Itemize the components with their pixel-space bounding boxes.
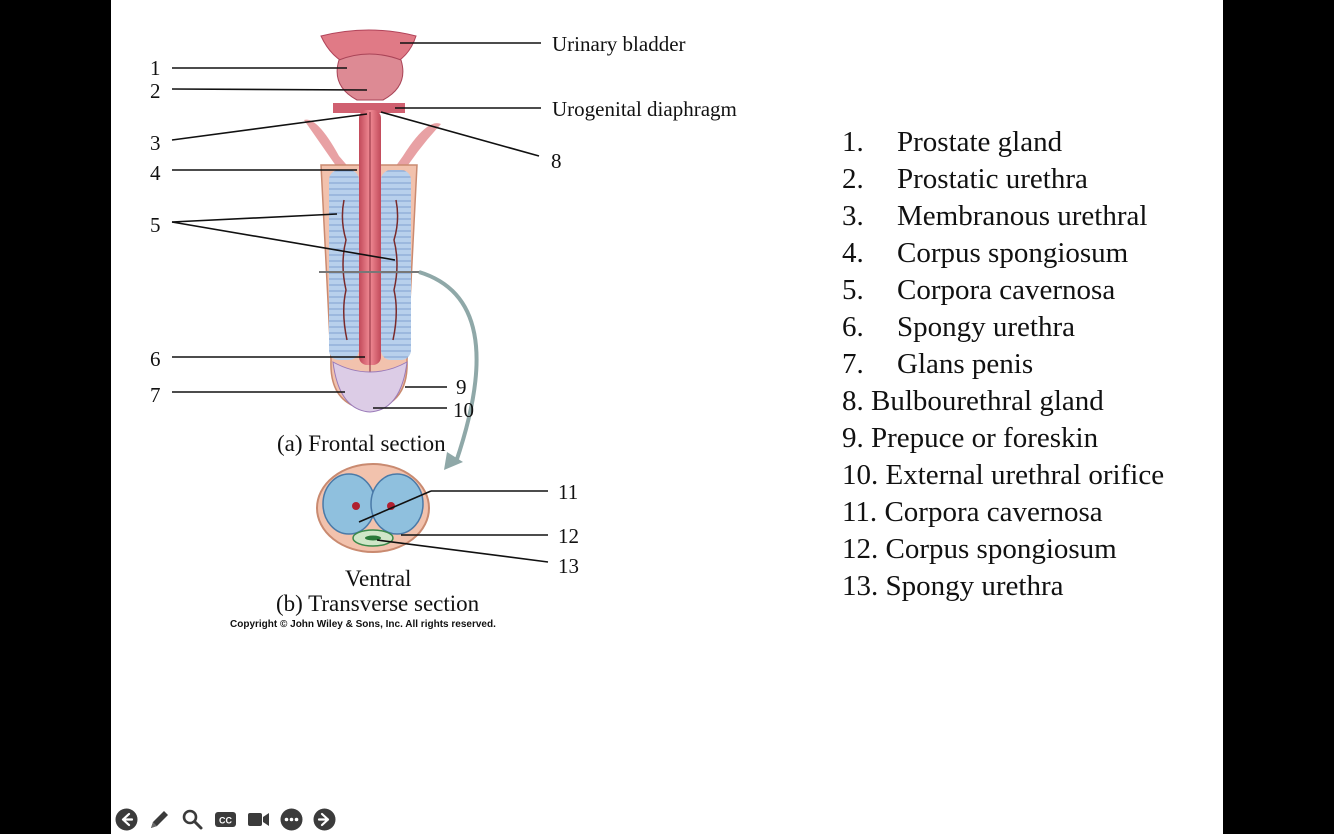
slide: Urinary bladder Urogenital diaphragm 1 2… <box>111 0 1223 834</box>
legend-item: 2. Prostatic urethra <box>842 161 1164 198</box>
legend-item-label: Prostate gland <box>897 126 1063 158</box>
legend-item-number: 10. <box>842 459 879 491</box>
number-label-1: 1 <box>150 56 161 80</box>
number-label-2: 2 <box>150 79 161 103</box>
legend-item-number: 9. <box>842 422 864 454</box>
legend-item-label: Spongy urethra <box>897 311 1075 343</box>
legend-item-number: 8. <box>842 385 864 417</box>
video-camera-icon <box>248 812 269 826</box>
number-label-3: 3 <box>150 131 161 155</box>
caption-transverse-section: (b) Transverse section <box>276 591 480 616</box>
leader-lines <box>171 42 549 563</box>
legend-item: 1. Prostate gland <box>842 124 1164 161</box>
legend-item-label: Prepuce or foreskin <box>863 422 1099 454</box>
legend-item-label: Bulbourethral gland <box>863 385 1104 417</box>
arrow-right-circle-icon <box>313 808 336 830</box>
presentation-toolbar: CC <box>115 807 336 831</box>
previous-slide-button[interactable] <box>115 808 138 831</box>
captions-button[interactable]: CC <box>214 808 237 831</box>
callout-urogenital-diaphragm: Urogenital diaphragm <box>552 97 737 121</box>
legend-item: 10. External urethral orifice <box>842 457 1164 494</box>
legend-item-number: 12. <box>842 533 879 565</box>
legend-item-label: Glans penis <box>897 348 1034 380</box>
number-label-11: 11 <box>558 480 578 504</box>
anatomy-figure: Urinary bladder Urogenital diaphragm 1 2… <box>150 29 737 630</box>
legend-item: 13. Spongy urethra <box>842 568 1164 605</box>
pen-tool-button[interactable] <box>148 808 171 831</box>
pencil-icon <box>151 810 168 828</box>
numbered-legend: 1. Prostate gland 2. Prostatic urethra 3. Mem… <box>842 124 1164 605</box>
legend-item-label: Corpus spongiosum <box>878 533 1117 565</box>
legend-item: 7. Glans penis <box>842 346 1164 383</box>
legend-item-number: 5. <box>842 274 864 306</box>
zoom-button[interactable] <box>181 808 204 831</box>
legend-item-number: 1. <box>842 126 864 158</box>
number-label-9: 9 <box>456 375 467 399</box>
legend-item: 4. Corpus spongiosum <box>842 235 1164 272</box>
ellipsis-circle-icon <box>280 808 303 830</box>
svg-text:CC: CC <box>219 815 232 825</box>
magnifier-icon <box>182 809 203 829</box>
number-label-13: 13 <box>558 554 579 578</box>
legend-item: 3. Membranous urethral <box>842 198 1164 235</box>
number-label-10: 10 <box>453 398 474 422</box>
number-label-4: 4 <box>150 161 161 185</box>
legend-item-label: Corpora cavernosa <box>877 496 1103 528</box>
legend-item: 8. Bulbourethral gland <box>842 383 1164 420</box>
number-label-7: 7 <box>150 383 161 407</box>
caption-ventral: Ventral <box>345 566 411 591</box>
legend-item-number: 3. <box>842 200 864 232</box>
legend-item-number: 7. <box>842 348 864 380</box>
frontal-section-drawing <box>304 29 479 470</box>
legend-item: 5. Corpora cavernosa <box>842 272 1164 309</box>
legend-item-label: Prostatic urethra <box>897 163 1088 195</box>
legend-item-number: 2. <box>842 163 864 195</box>
legend-item-label: External urethral orifice <box>878 459 1165 491</box>
legend-item: 11. Corpora cavernosa <box>842 494 1164 531</box>
copyright-notice: Copyright © John Wiley & Sons, Inc. All … <box>230 619 496 630</box>
number-label-6: 6 <box>150 347 161 371</box>
more-options-button[interactable] <box>280 808 303 831</box>
caption-frontal-section: (a) Frontal section <box>277 431 446 456</box>
legend-item: 12. Corpus spongiosum <box>842 531 1164 568</box>
number-label-5: 5 <box>150 213 161 237</box>
legend-item-label: Spongy urethra <box>878 570 1064 602</box>
legend-item-number: 4. <box>842 237 864 269</box>
legend-item-label: Corpus spongiosum <box>897 237 1129 269</box>
legend-item-number: 11. <box>842 496 878 528</box>
number-label-12: 12 <box>558 524 579 548</box>
arrow-left-circle-icon <box>115 808 138 830</box>
cc-icon: CC <box>215 811 236 827</box>
legend-item-number: 6. <box>842 311 864 343</box>
legend-item-label: Membranous urethral <box>897 200 1148 232</box>
camera-button[interactable] <box>247 808 270 831</box>
legend-item: 6. Spongy urethra <box>842 309 1164 346</box>
legend-item-number: 13. <box>842 570 879 602</box>
legend-item-label: Corpora cavernosa <box>897 274 1116 306</box>
legend-item: 9. Prepuce or foreskin <box>842 420 1164 457</box>
next-slide-button[interactable] <box>313 808 336 831</box>
callout-urinary-bladder: Urinary bladder <box>552 32 686 56</box>
transverse-section-drawing <box>316 463 430 553</box>
number-label-8: 8 <box>551 149 562 173</box>
